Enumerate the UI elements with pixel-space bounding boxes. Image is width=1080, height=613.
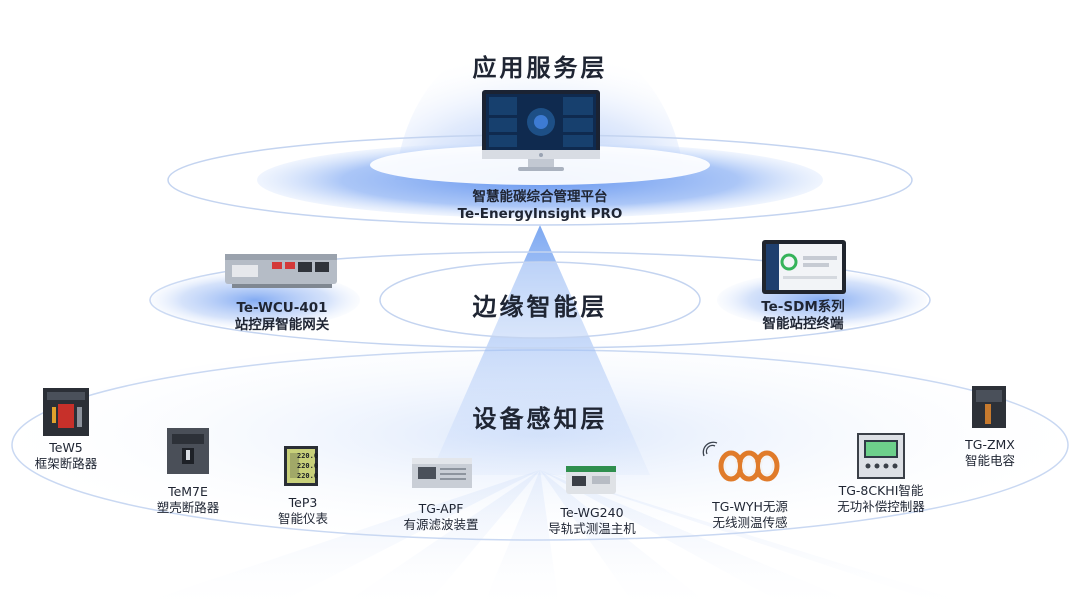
device-model: TG-8CKHI智能 xyxy=(838,483,924,498)
rail-temperature-host-icon xyxy=(566,466,616,494)
smart-capacitor-icon xyxy=(972,386,1006,428)
device-model: Te-SDM系列 xyxy=(761,299,845,315)
frame-breaker-icon xyxy=(43,388,89,436)
edge-device-caption: Te-SDM系列 智能站控终端 xyxy=(761,299,845,333)
meter-reading: 220.0 xyxy=(297,472,319,480)
device-desc: 无线测温传感 xyxy=(712,515,788,530)
device-desc: 框架断路器 xyxy=(34,456,98,471)
field-device-caption: TeW5 框架断路器 xyxy=(35,440,98,472)
device-desc: 无功补偿控制器 xyxy=(837,499,925,514)
field-device-caption: TG-8CKHI智能 无功补偿控制器 xyxy=(837,483,925,515)
platform-monitor-icon xyxy=(482,90,600,171)
platform-name-en: Te-EnergyInsight PRO xyxy=(457,206,623,222)
device-desc: 智能仪表 xyxy=(277,511,329,526)
platform-name-cn: 智慧能碳综合管理平台 xyxy=(472,189,608,205)
field-device-caption: Te-WG240 导轨式测温主机 xyxy=(548,505,636,537)
device-model: TG-ZMX xyxy=(965,437,1015,452)
gateway-device-icon xyxy=(225,254,337,288)
layer-title-device: 设备感知层 xyxy=(472,405,608,433)
device-model: TeW5 xyxy=(49,440,83,455)
layer-title-application: 应用服务层 xyxy=(472,54,608,82)
device-desc: 塑壳断路器 xyxy=(156,500,220,515)
field-device-caption: TeM7E 塑壳断路器 xyxy=(157,484,220,516)
central-beam xyxy=(430,225,650,475)
meter-display: 220.0 220.0 220.0 xyxy=(297,451,318,481)
device-desc: 有源滤波装置 xyxy=(403,517,479,532)
smart-meter-icon xyxy=(284,446,318,486)
terminal-device-icon xyxy=(762,240,846,294)
device-desc: 智能电容 xyxy=(964,453,1016,468)
active-filter-icon xyxy=(412,458,472,488)
reactive-compensation-controller-icon xyxy=(857,433,905,479)
moulded-case-breaker-icon xyxy=(167,428,209,474)
wireless-sensor-icon xyxy=(702,441,780,482)
device-model: TeM7E xyxy=(168,484,208,499)
field-device-caption: TG-ZMX 智能电容 xyxy=(965,437,1015,469)
layer-title-edge: 边缘智能层 xyxy=(472,293,608,321)
device-model: TG-WYH无源 xyxy=(712,499,788,514)
edge-device-caption: Te-WCU-401 站控屏智能网关 xyxy=(235,300,330,334)
meter-reading: 220.0 xyxy=(297,462,319,470)
meter-reading: 220.0 xyxy=(297,452,319,460)
device-model: Te-WG240 xyxy=(560,505,624,520)
device-desc: 导轨式测温主机 xyxy=(548,521,636,536)
field-device-caption: TG-WYH无源 无线测温传感 xyxy=(712,499,788,531)
device-model: TG-APF xyxy=(418,501,464,516)
edge-center-ring xyxy=(379,261,701,339)
platform-caption: 智慧能碳综合管理平台 Te-EnergyInsight PRO xyxy=(458,189,623,223)
device-desc: 智能站控终端 xyxy=(762,316,844,332)
field-device-caption: TG-APF 有源滤波装置 xyxy=(403,501,478,533)
device-desc: 站控屏智能网关 xyxy=(234,317,330,333)
device-model: TeP3 xyxy=(288,495,318,510)
device-model: Te-WCU-401 xyxy=(236,300,328,316)
field-device-caption: TeP3 智能仪表 xyxy=(278,495,328,527)
